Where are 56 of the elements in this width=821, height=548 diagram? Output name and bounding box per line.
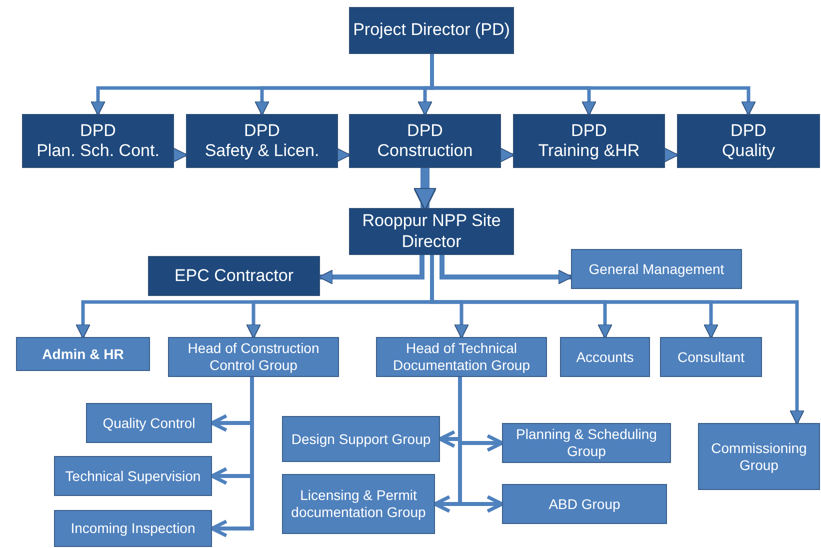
unit-box	[376, 337, 547, 377]
box-label: EPC Contractor	[173, 266, 295, 286]
box-label: Planning & Scheduling Group	[515, 426, 658, 460]
box-label: ABD Group	[548, 496, 622, 512]
unit-box	[502, 484, 667, 524]
position-box	[186, 114, 338, 168]
box-label: DPD	[570, 120, 608, 141]
arrow	[172, 148, 188, 162]
unit-box	[571, 249, 742, 289]
box-label: Technical Supervision	[64, 468, 202, 484]
unit-box	[16, 337, 150, 371]
unit-box	[54, 456, 212, 496]
box-label: Construction	[376, 141, 474, 162]
position-box	[148, 256, 320, 296]
unit-box	[282, 474, 435, 534]
box-label: Admin & HR	[41, 346, 125, 362]
unit-box	[502, 423, 671, 463]
box-label: Accounts	[575, 348, 635, 366]
box-label: Quality Control	[102, 414, 196, 432]
box-label: Licensing & Permit documentation Group	[290, 487, 427, 521]
box-label: Consultant	[676, 348, 746, 366]
unit-box	[86, 403, 212, 443]
box-label: Design Support Group	[290, 430, 432, 448]
box-label: General Management	[588, 260, 726, 278]
box-label: Plan. Sch. Cont.	[36, 141, 160, 162]
box-label: DPD	[730, 120, 768, 141]
box-label: Training &HR	[537, 141, 641, 162]
box-label: Incoming Inspection	[70, 520, 196, 537]
position-box	[677, 114, 820, 168]
box-label: Safety & Licen.	[204, 141, 320, 162]
position-box	[22, 114, 174, 168]
unit-box	[698, 423, 820, 490]
unit-box	[560, 337, 650, 377]
box-label: Commissioning Group	[710, 440, 808, 474]
box-label: DPD	[406, 120, 444, 141]
box-label: DPD	[79, 120, 117, 141]
unit-box	[660, 337, 762, 377]
arrow	[413, 168, 437, 211]
box-label: Head of Construction Control Group	[186, 340, 320, 374]
box-label: Project Director (PD)	[352, 20, 511, 41]
unit-box	[168, 337, 339, 377]
box-label: DPD	[243, 120, 281, 141]
box-label: Rooppur NPP Site Director	[361, 211, 502, 252]
unit-box	[282, 416, 440, 462]
position-box	[349, 208, 514, 255]
arrow	[664, 148, 679, 162]
connector-arrow	[430, 54, 756, 116]
arrow	[500, 148, 515, 162]
box-label: Head of Technical Documentation Group	[392, 340, 531, 374]
position-box	[513, 114, 665, 168]
unit-box	[54, 510, 212, 547]
connector-arrow	[440, 255, 573, 284]
box-label: Quality	[721, 141, 776, 162]
position-box	[349, 7, 514, 54]
position-box	[349, 114, 501, 168]
connector-arrow	[318, 255, 424, 284]
